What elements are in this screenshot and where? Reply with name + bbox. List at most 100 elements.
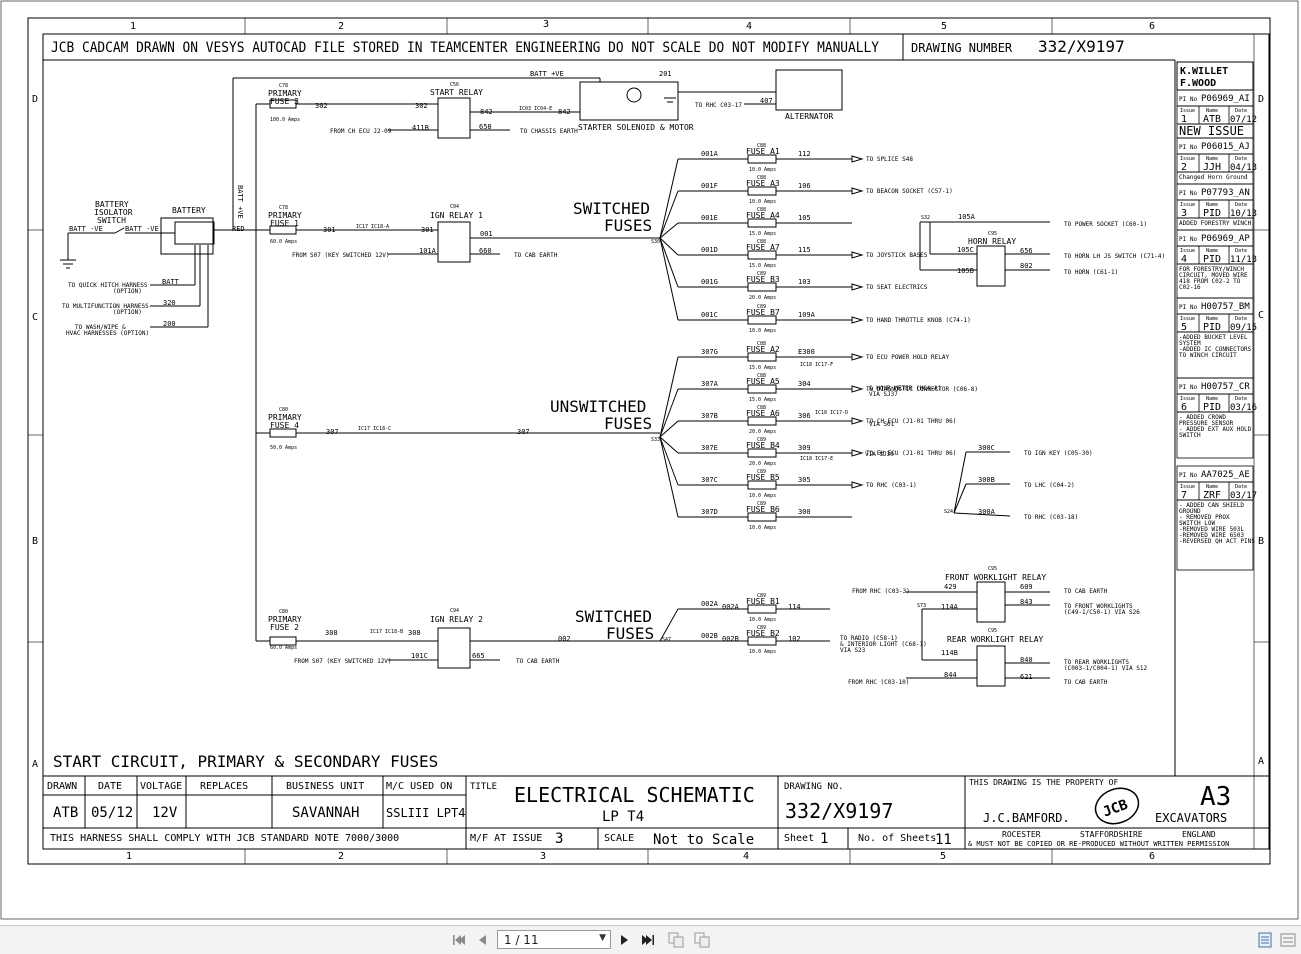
ign-relay-2-label: IGN RELAY 2 [430, 615, 483, 624]
tb-scale: Not to Scale [653, 832, 754, 848]
fuse-output-wire: 106 [798, 182, 811, 190]
fuse-connector-ref: C88 [757, 373, 766, 379]
row-c-left: C [32, 312, 38, 323]
previous-page-icon[interactable] [474, 932, 490, 948]
connector-ic18d: IC18 IC17-D [815, 410, 848, 416]
rev-pi-label: PI No [1179, 96, 1197, 103]
rev-issue: 2 [1181, 162, 1187, 173]
wire-840: 840 [1020, 656, 1033, 664]
tb-loc-1: ROCESTER [1002, 830, 1041, 839]
tb-dwg-label: DRAWING NO. [784, 782, 844, 792]
fuse-connector-ref: C89 [757, 593, 766, 599]
pf1-ref: C78 [279, 205, 288, 211]
wire-300c: 300C [978, 444, 995, 452]
fuse-input-wire: 001A [701, 150, 719, 158]
dest-from-rhc-3: FROM RHC (C03-3) [852, 588, 910, 595]
pf3-label-1: PRIMARY [268, 89, 302, 98]
tb-date: 05/12 [91, 805, 133, 821]
fuse-rating: 15.0 Amps [749, 365, 776, 371]
tb-title-1: ELECTRICAL SCHEMATIC [514, 783, 755, 807]
fuse-destination: TO CH ECU (J1-01 THRU 06) [866, 418, 956, 425]
dest-from-rhc-10: FROM RHC (C03-10) [848, 679, 909, 686]
dest-from-ch-ecu: FROM CH ECU J2-09 [330, 128, 392, 135]
rev-date-label: Date [1235, 202, 1247, 208]
dest-lhc: TO LHC (C04-2) [1024, 482, 1075, 489]
tb-loc-3: ENGLAND [1182, 830, 1216, 839]
single-page-view-icon[interactable] [1257, 932, 1273, 948]
fuse-rating: 20.0 Amps [749, 461, 776, 467]
rev-date-label: Date [1235, 484, 1247, 490]
schematic-sheet: 1 2 3 4 5 6 1 2 3 4 5 6 D C B A D C B A … [0, 0, 1299, 920]
fuse-name: FUSE A5 [746, 377, 780, 386]
rev-note: - ADDED EXT AUX HOLD [1179, 426, 1252, 433]
fuse-input-wire: 002A [701, 600, 719, 608]
connector-ic03: IC03 IC04-E [519, 106, 552, 112]
dest-via-sj30: VIA SJ30 [865, 451, 894, 458]
row-c-right: C [1258, 310, 1264, 321]
two-page-view-icon[interactable] [668, 932, 684, 948]
fuse-input-wire: 307C [701, 476, 718, 484]
last-page-icon[interactable] [640, 932, 656, 948]
dest-radio-2: & INTERIOR LIGHT (C68-1) [840, 641, 927, 648]
wire-307b: 307 [517, 428, 530, 436]
fuse-connector-ref: C89 [757, 625, 766, 631]
fuse-rating: 10.0 Amps [749, 199, 776, 205]
rev-pi-number: P06969_AP [1201, 234, 1250, 244]
continuous-view-icon[interactable] [694, 932, 710, 948]
fuse-destination: TO SPLICE S48 [866, 156, 913, 163]
rev-date-label: Date [1235, 396, 1247, 402]
fuse-input-wire: 001D [701, 246, 718, 254]
batt-neg2-label: BATT -VE [125, 225, 159, 233]
rev-issue: 1 [1181, 114, 1187, 125]
wire-114b: 114B [941, 649, 958, 657]
pf1-label-1: PRIMARY [268, 211, 302, 220]
dest-rhc-18: TO RHC (C03-18) [1024, 514, 1078, 521]
fuse-destination: TO HAND THROTTLE KNOB (C74-1) [866, 317, 971, 324]
fuse-rating: 10.0 Amps [749, 649, 776, 655]
fuse-rating: 10.0 Amps [749, 617, 776, 623]
page-selector[interactable]: 1 / 11 ▼ [497, 930, 611, 949]
pf2-ref: C80 [279, 609, 288, 615]
wire-621: 621 [1020, 673, 1033, 681]
col-6-bottom: 6 [1149, 851, 1155, 862]
wire-114: 114 [788, 603, 801, 611]
connector-ic18f: IC18 IC17-F [800, 362, 833, 368]
fuse-connector-ref: C89 [757, 271, 766, 277]
pf3-label-2: FUSE 3 [270, 97, 299, 106]
wire-105a: 105A [958, 213, 976, 221]
fuse-output-wire: E300 [798, 348, 815, 356]
switched-fuses-2-label-2: FUSES [606, 624, 654, 643]
fit-width-view-icon[interactable] [1280, 932, 1296, 948]
rev-issue: 5 [1181, 322, 1187, 333]
fuse-output-wire: 304 [798, 380, 811, 388]
drawing-number: 332/X9197 [1038, 37, 1125, 56]
rev-note: PRESSURE SENSOR [1179, 420, 1234, 427]
pf1-label-2: FUSE 1 [270, 219, 299, 228]
isolator-label-3: SWITCH [97, 216, 126, 225]
battery-label: BATTERY [172, 206, 206, 215]
fuse-connector-ref: C89 [757, 501, 766, 507]
fuse-destination: TO JOYSTICK BASES [866, 252, 928, 259]
fuse-rating: 15.0 Amps [749, 397, 776, 403]
row-d-right: D [1258, 94, 1264, 105]
tb-sheets-label: No. of Sheets [858, 833, 936, 844]
fuse-destination: TO RHC (C03-1) [866, 482, 917, 489]
document-viewer: 1 2 3 4 5 6 1 2 3 4 5 6 D C B A D C B A … [0, 0, 1299, 920]
rev-issue-label: Issue [1180, 156, 1195, 162]
start-relay-label: START RELAY [430, 88, 483, 97]
dest-rear-worklights-2: (C003-1/C004-1) VIA S12 [1064, 665, 1147, 672]
dest-radio-3: VIA S23 [840, 647, 866, 654]
next-page-icon[interactable] [617, 932, 633, 948]
tb-mf: 3 [555, 831, 563, 847]
rev-note: - ADDED CROWD [1179, 414, 1226, 421]
tb-bu-label: BUSINESS UNIT [286, 781, 364, 792]
fuse-connector-ref: C89 [757, 304, 766, 310]
pf4-label-2: FUSE 4 [270, 421, 299, 430]
rev-pi-label: PI No [1179, 190, 1197, 197]
rev-note: -REVERSED QH ACT PINS [1179, 538, 1255, 545]
first-page-icon[interactable] [451, 932, 467, 948]
rev-issue-label: Issue [1180, 108, 1195, 114]
rev-name: ZRF [1203, 490, 1221, 501]
rev-date-label: Date [1235, 156, 1247, 162]
